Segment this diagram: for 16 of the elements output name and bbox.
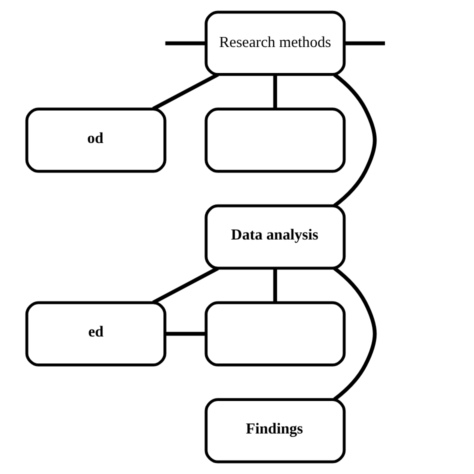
connector bbox=[333, 266, 377, 401]
node-box: Findings bbox=[204, 398, 346, 464]
node-box bbox=[204, 301, 346, 366]
node-box: Research methods bbox=[204, 10, 346, 76]
connector bbox=[165, 41, 206, 46]
connector bbox=[333, 73, 377, 208]
connector bbox=[273, 268, 278, 303]
connector bbox=[152, 266, 219, 304]
connector bbox=[165, 332, 206, 336]
connector bbox=[273, 74, 278, 109]
node-box: ed bbox=[25, 301, 166, 366]
connector bbox=[344, 41, 385, 46]
connector bbox=[152, 72, 219, 111]
node-box bbox=[204, 108, 346, 173]
node-box: od bbox=[25, 108, 166, 173]
node-box: Data analysis bbox=[204, 204, 346, 270]
